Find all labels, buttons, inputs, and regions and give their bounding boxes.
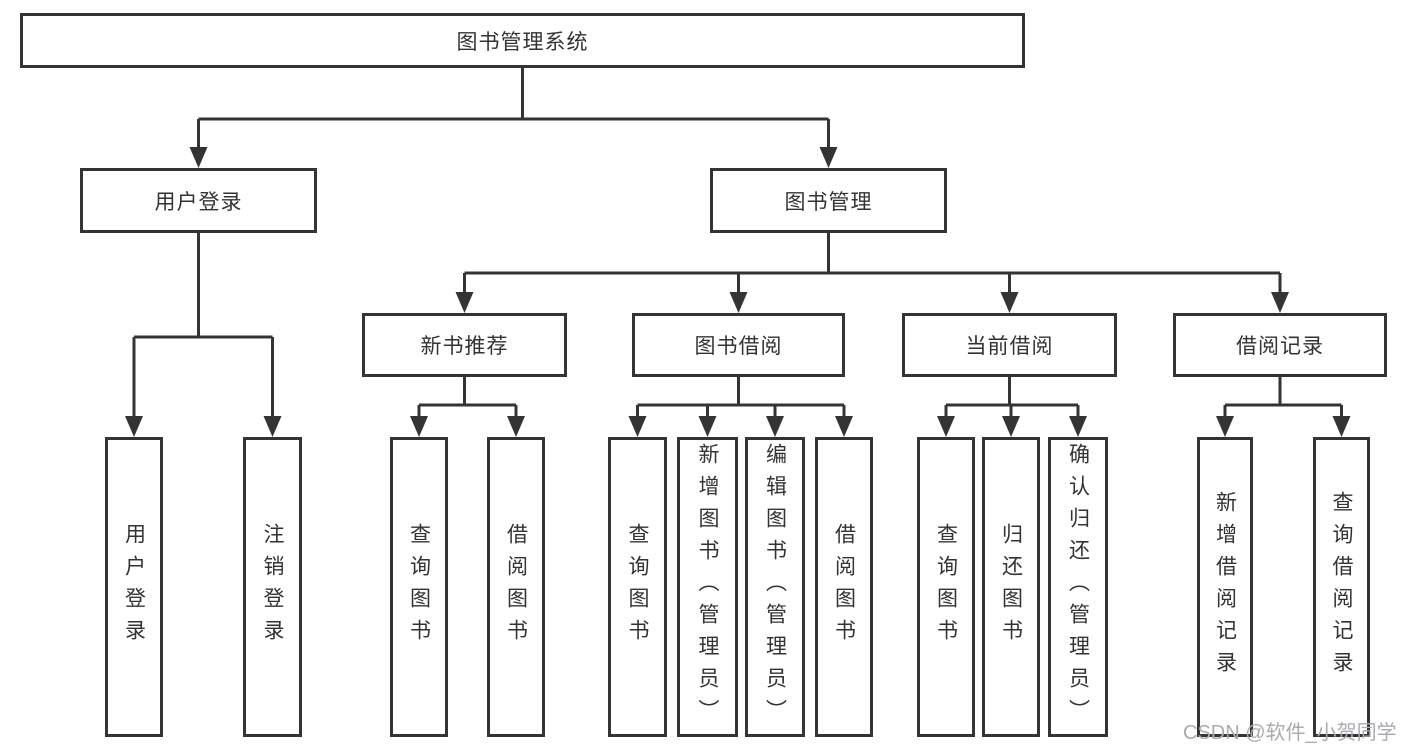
leaf-logout-label: 注销登录 [261,523,284,651]
csdn-watermark: CSDN @软件_小贺同学 [1183,722,1397,744]
leaf-borrow-book-2-label: 借阅图书 [832,523,856,651]
leaf-query-borrow-record-label: 查询借阅记录 [1330,491,1353,683]
node-book-management-label: 图书管理 [784,190,873,214]
node-new-book-recommend-label: 新书推荐 [420,335,509,358]
leaf-query-book-1: 查询图书 [390,437,448,737]
leaf-add-borrow-record: 新增借阅记录 [1197,437,1253,737]
leaf-query-book-3-label: 查询图书 [934,523,958,651]
node-user-login-label: 用户登录 [154,190,243,214]
leaf-add-book-admin: 新增图书（管理员） [677,437,738,737]
arrowheads [125,147,1351,437]
arrowhead [835,416,853,437]
leaf-borrow-book-1-label: 借阅图书 [504,523,528,651]
arrowhead [937,416,955,437]
leaf-borrow-book-2: 借阅图书 [815,437,873,737]
arrowhead [1069,416,1087,437]
arrowhead [1216,416,1234,437]
arrowhead [1332,416,1351,437]
arrowhead [766,416,784,437]
arrowhead [507,416,525,437]
leaf-user-login: 用户登录 [105,437,163,737]
leaf-confirm-return-admin: 确认归还（管理员） [1048,437,1108,737]
node-borrow-record-label: 借阅记录 [1236,335,1324,358]
node-root-label: 图书管理系统 [456,30,589,54]
arrowhead [1002,416,1020,437]
node-user-login: 用户登录 [80,168,317,233]
leaf-edit-book-admin: 编辑图书（管理员） [745,437,805,737]
leaf-logout: 注销登录 [243,437,302,737]
arrowhead [263,416,282,437]
leaf-query-borrow-record: 查询借阅记录 [1313,437,1370,737]
arrowhead [455,292,474,313]
node-book-borrow: 图书借阅 [632,313,845,377]
leaf-confirm-return-admin-label: 确认归还（管理员） [1066,443,1090,731]
arrowhead [189,147,208,168]
arrowhead [410,416,428,437]
node-root: 图书管理系统 [20,13,1025,68]
leaf-query-book-2-label: 查询图书 [626,523,649,651]
leaf-borrow-book-1: 借阅图书 [487,437,545,737]
leaf-return-book: 归还图书 [982,437,1040,737]
connector-lines [132,68,1343,418]
leaf-return-book-label: 归还图书 [999,523,1023,651]
arrowhead [819,147,838,168]
arrowhead [1271,292,1289,313]
node-new-book-recommend: 新书推荐 [362,313,567,377]
leaf-query-book-3: 查询图书 [917,437,975,737]
leaf-edit-book-admin-label: 编辑图书（管理员） [763,443,787,731]
arrowhead [125,416,143,437]
arrowhead [1000,292,1019,313]
node-book-management: 图书管理 [710,168,947,233]
node-current-borrow-label: 当前借阅 [965,335,1054,358]
leaf-query-book-1-label: 查询图书 [407,523,431,651]
node-book-borrow-label: 图书借阅 [694,335,783,358]
arrowhead [628,416,647,437]
node-current-borrow: 当前借阅 [902,313,1117,377]
leaf-user-login-label: 用户登录 [122,523,146,651]
leaf-add-book-admin-label: 新增图书（管理员） [696,443,719,731]
node-borrow-record: 借阅记录 [1173,313,1387,377]
arrowhead [729,292,748,313]
leaf-query-book-2: 查询图书 [608,437,667,737]
leaf-add-borrow-record-label: 新增借阅记录 [1213,491,1237,683]
arrowhead [698,416,717,437]
